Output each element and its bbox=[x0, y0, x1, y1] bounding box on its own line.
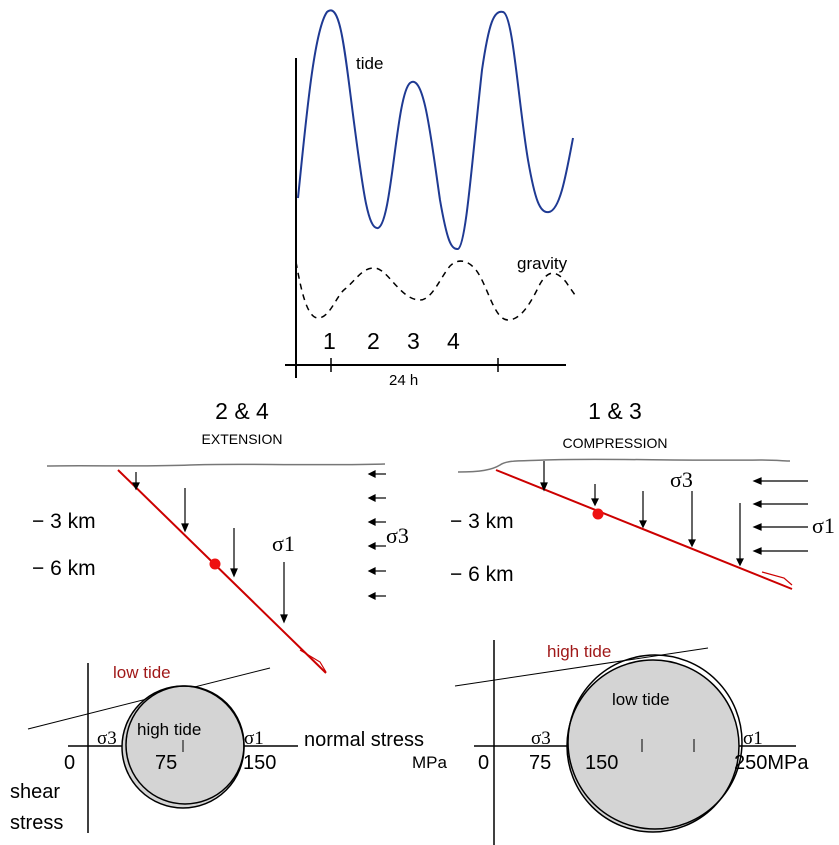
mohr-left: low tide high tide σ3 σ1 0 75 150 normal… bbox=[10, 663, 448, 834]
extension-sigma3-label: σ3 bbox=[386, 523, 409, 548]
extension-ground-surface bbox=[46, 463, 386, 467]
time-span-label: 24 h bbox=[389, 372, 418, 389]
mohr-right-outer-label: high tide bbox=[547, 642, 611, 661]
compression-subtitle: COMPRESSION bbox=[562, 435, 667, 451]
mohr-left-inner-label: high tide bbox=[137, 720, 201, 739]
compression-sigma1-arrows bbox=[752, 477, 808, 555]
compression-section: 1 & 3 COMPRESSION − 3 km − 6 km σ3 σ1 bbox=[450, 398, 835, 590]
phase-marker-4: 4 bbox=[447, 328, 460, 354]
extension-depth-6km: − 6 km bbox=[32, 557, 96, 580]
mohr-left-outer-label: low tide bbox=[113, 663, 171, 682]
compression-slip-arrow bbox=[761, 571, 793, 586]
phase-marker-1: 1 bbox=[323, 328, 336, 354]
extension-sigma1-label: σ1 bbox=[272, 531, 295, 556]
mohr-right-inner-label: low tide bbox=[612, 690, 670, 709]
compression-sigma1-label: σ1 bbox=[812, 513, 835, 538]
mohr-left-tick-150: 150 bbox=[243, 752, 276, 774]
mohr-left-sigma3: σ3 bbox=[97, 728, 117, 749]
mohr-left-y-axis-label-1: shear bbox=[10, 781, 60, 803]
mohr-right-failure-envelope bbox=[454, 647, 709, 687]
mohr-left-outer-circle bbox=[125, 685, 245, 805]
mohr-left-unit-label: MPa bbox=[412, 753, 448, 772]
compression-sigma3-arrows bbox=[540, 461, 744, 567]
mohr-right-sigma3: σ3 bbox=[531, 728, 551, 749]
tide-curve bbox=[297, 9, 574, 251]
mohr-right-sigma1: σ1 bbox=[743, 728, 763, 749]
mohr-right-tick-250: 250MPa bbox=[734, 752, 809, 774]
mohr-left-y-axis-label-2: stress bbox=[10, 812, 63, 834]
mohr-right-inner-circle bbox=[566, 659, 740, 833]
mohr-right-outer-circle bbox=[567, 654, 743, 830]
tide-label: tide bbox=[356, 54, 383, 73]
extension-sigma1-arrows bbox=[132, 472, 288, 624]
compression-depth-3km: − 3 km bbox=[450, 510, 514, 533]
extension-subtitle: EXTENSION bbox=[202, 431, 283, 447]
compression-ground-surface bbox=[457, 458, 791, 473]
compression-sigma3-label: σ3 bbox=[670, 467, 693, 492]
mohr-left-tick-0: 0 bbox=[64, 752, 75, 774]
mohr-right-tick-150: 150 bbox=[585, 752, 618, 774]
mohr-right-tick-75: 75 bbox=[529, 752, 551, 774]
mohr-left-sigma1: σ1 bbox=[244, 728, 264, 749]
compression-depth-6km: − 6 km bbox=[450, 563, 514, 586]
extension-title: 2 & 4 bbox=[215, 398, 269, 424]
extension-depth-3km: − 3 km bbox=[32, 510, 96, 533]
compression-hypocenter bbox=[592, 508, 604, 520]
extension-section: 2 & 4 EXTENSION − 3 km − 6 km σ1 σ3 bbox=[32, 398, 409, 674]
extension-slip-arrow bbox=[299, 649, 327, 673]
mohr-left-x-axis-label: normal stress bbox=[304, 729, 424, 751]
extension-fault bbox=[117, 469, 327, 674]
extension-hypocenter bbox=[209, 558, 221, 570]
phase-marker-3: 3 bbox=[407, 328, 420, 354]
mohr-right: high tide low tide σ3 σ1 0 75 150 250MPa bbox=[454, 640, 809, 845]
mohr-left-tick-75: 75 bbox=[155, 752, 177, 774]
phase-marker-2: 2 bbox=[367, 328, 380, 354]
tide-panel: tide gravity 1 2 3 4 24 h bbox=[285, 9, 576, 389]
extension-sigma3-arrows bbox=[367, 470, 386, 600]
gravity-curve bbox=[295, 260, 576, 321]
compression-title: 1 & 3 bbox=[588, 398, 642, 424]
compression-fault bbox=[495, 469, 793, 590]
mohr-right-tick-0: 0 bbox=[478, 752, 489, 774]
gravity-label: gravity bbox=[517, 254, 568, 273]
